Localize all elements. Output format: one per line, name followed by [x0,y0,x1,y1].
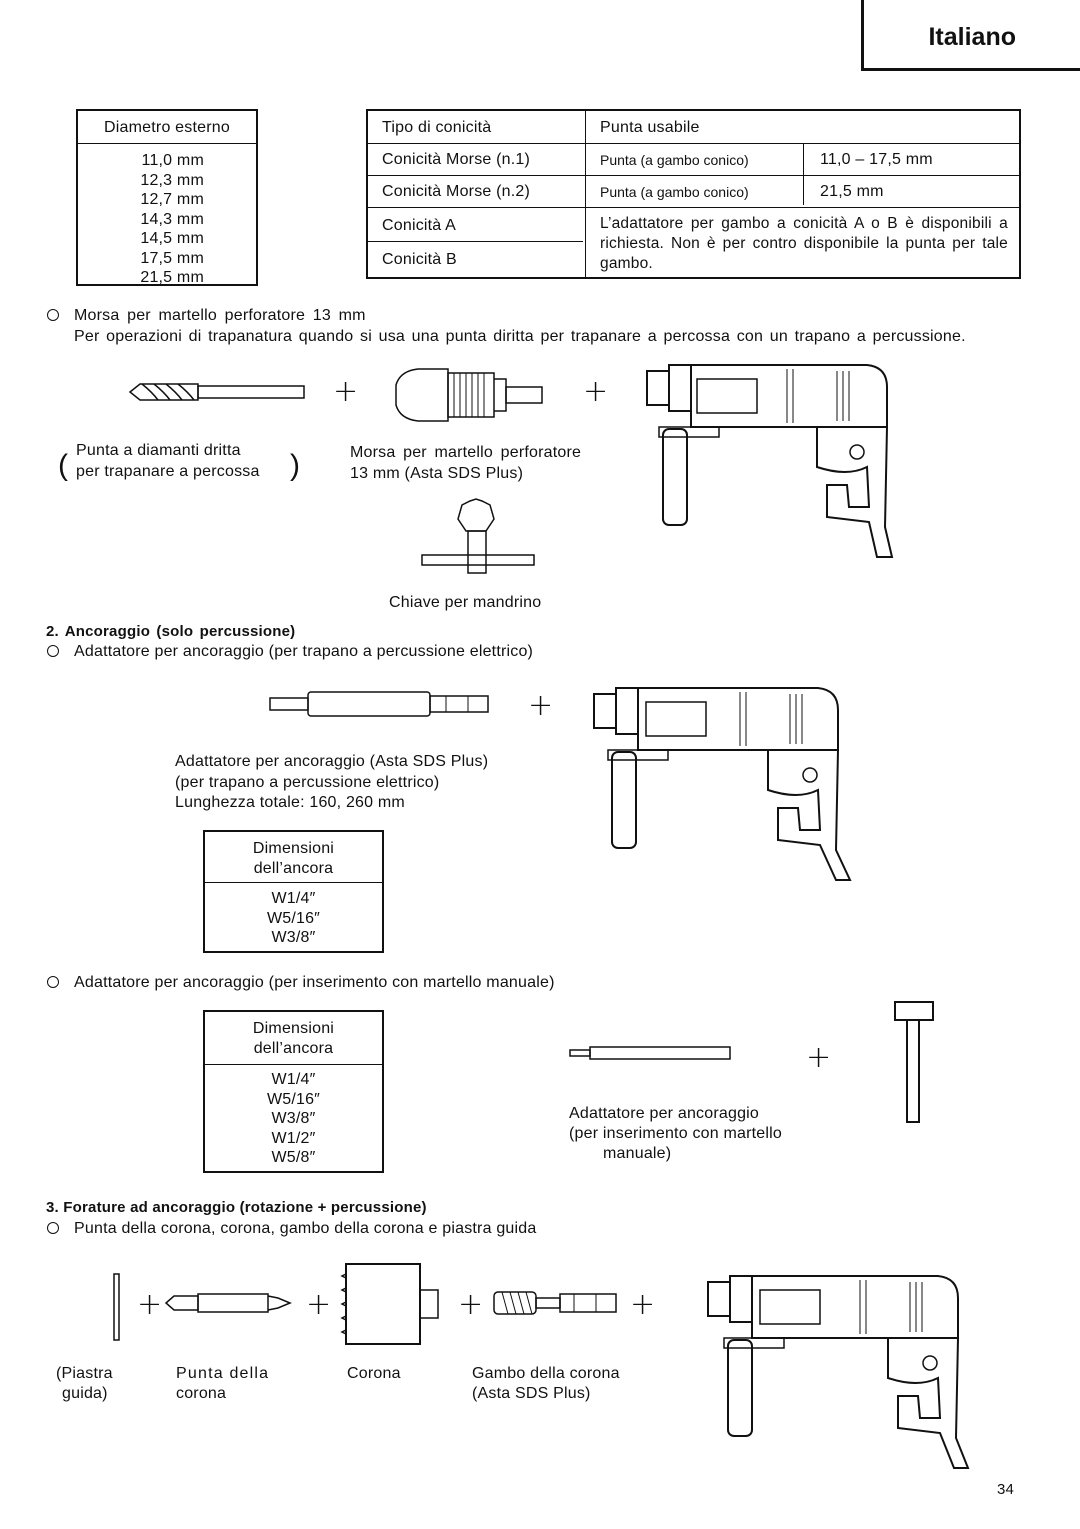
section3-heading: 3. Forature ad ancoraggio (rotazione + p… [46,1199,427,1216]
core-crown-illustration [340,1263,439,1345]
label-crown-shank-line1: Gambo della corona [472,1365,620,1382]
circle-bullet-icon [47,309,59,321]
plus-icon: + [528,688,554,723]
section3-bullet: Punta della corona, corona, gambo della … [74,1220,537,1237]
taper-row-type: Conicità B [382,251,457,268]
table-header-line2: dell’ancora [253,1040,334,1057]
anchor-size-values: W1/4″ W5/16″ W3/8″ [205,889,382,948]
diameter-value: 14,3 mm [140,210,204,228]
adapter-line3: Lunghezza totale: 160, 260 mm [175,794,405,811]
label-bit-line1: Punta a diamanti dritta [76,442,241,459]
circle-bullet-icon [47,1222,59,1234]
label-chuck-key: Chiave per mandrino [389,594,542,611]
drill-bit-illustration [128,383,305,401]
taper-row-size: 11,0 – 17,5 mm [820,151,933,168]
plus-icon: + [306,1287,332,1322]
anchor-adapter-sds-illustration [269,691,489,717]
diameter-value: 21,5 mm [140,269,204,286]
page-number: 34 [997,1481,1015,1498]
table-header-line1: Dimensioni [252,840,335,857]
plus-icon: + [630,1287,656,1322]
anchor-size: W3/8″ [271,929,316,946]
diameter-table-header: Diametro esterno [104,119,230,136]
label-bit-line2: per trapanare a percossa [76,463,260,480]
taper-col2-header: Punta usabile [600,119,700,136]
anchor-size: W5/8″ [271,1149,316,1166]
label-chuck-line2: 13 mm (Asta SDS Plus) [350,465,524,482]
adapter-line1: Adattatore per ancoraggio (Asta SDS Plus… [175,753,489,770]
section1-bullet-title: Morsa per martello perforatore 13 mm [74,307,366,324]
chuck-illustration [395,368,543,422]
bracket-left-icon: ( [58,449,68,482]
diameter-value: 14,5 mm [140,230,204,247]
anchor-adapter-manual-illustration [569,1046,731,1060]
manual-adapter-line3: manuale) [603,1145,672,1162]
anchor-size: W1/2″ [271,1129,316,1147]
anchor-size: W1/4″ [271,1071,316,1088]
hammer-drill-illustration [707,1275,970,1469]
plus-icon: + [806,1040,832,1075]
circle-bullet-icon [47,976,59,988]
language-tab: Italiano [861,0,1080,71]
anchor-size: W1/4″ [271,890,316,907]
language-label: Italiano [928,23,1016,51]
center-bit-illustration [164,1293,292,1313]
bracket-right-icon: ) [290,449,300,482]
label-guide-plate-line1: (Piastra [56,1365,113,1382]
chuck-key-illustration [421,498,535,574]
anchor-size: W3/8″ [271,1110,316,1127]
manual-adapter-line1: Adattatore per ancoraggio [569,1105,760,1122]
label-chuck-line1: Morsa per martello perforatore [350,444,582,461]
section2-bullet1: Adattatore per ancoraggio (per trapano a… [74,643,534,660]
anchor-dimensions-table: Dimensioni dell’ancora W1/4″ W5/16″ W3/8… [203,830,384,953]
taper-col1-header: Tipo di conicità [382,119,492,136]
hammer-drill-illustration [593,687,852,881]
hammer-icon [894,1001,934,1123]
diameter-value: 12,3 mm [140,171,204,189]
anchor-size-values: W1/4″ W5/16″ W3/8″ W1/2″ W5/8″ [205,1070,382,1168]
taper-row-bit: Punta (a gambo conico) [600,184,749,200]
manual-adapter-line2: (per inserimento con martello [569,1125,782,1142]
taper-row-type: Conicità Morse (n.2) [382,183,531,200]
section1-bullet-text: Per operazioni di trapanatura quando si … [74,328,966,345]
taper-row-type: Conicità Morse (n.1) [382,151,531,168]
circle-bullet-icon [47,645,59,657]
plus-icon: + [458,1287,484,1322]
taper-row-bit: Punta (a gambo conico) [600,152,749,168]
diameter-value: 17,5 mm [140,249,204,267]
table-header-line1: Dimensioni [252,1020,335,1037]
plus-icon: + [137,1287,163,1322]
anchor-dimensions-table: Dimensioni dell’ancora W1/4″ W5/16″ W3/8… [203,1010,384,1173]
taper-row-size: 21,5 mm [820,183,884,200]
label-center-bit-line2: corona [176,1385,227,1402]
anchor-size: W5/16″ [266,1090,321,1108]
plus-icon: + [583,374,609,409]
label-crown: Corona [347,1365,401,1382]
hammer-drill-illustration [646,364,894,558]
section2-bullet2: Adattatore per ancoraggio (per inserimen… [74,974,555,991]
diameter-value: 11,0 mm [141,152,204,169]
section2-heading: 2. Ancoraggio (solo percussione) [46,623,296,640]
label-crown-shank-line2: (Asta SDS Plus) [472,1385,591,1402]
diameter-values: 11,0 mm 12,3 mm 12,7 mm 14,3 mm 14,5 mm … [140,151,204,288]
plus-icon: + [333,374,359,409]
adapter-line2: (per trapano a percussione elettrico) [175,774,440,791]
diameter-value: 12,7 mm [140,191,204,208]
label-center-bit-line1: Punta della [176,1365,270,1382]
guide-plate-illustration [113,1273,120,1341]
table-header-line2: dell’ancora [253,860,334,877]
label-guide-plate-line2: guida) [62,1385,108,1402]
diameter-table: Diametro esterno 11,0 mm 12,3 mm 12,7 mm… [76,109,258,286]
taper-row-type: Conicità A [382,217,457,234]
taper-table: Tipo di conicità Punta usabile Conicità … [366,109,1021,279]
anchor-size: W5/16″ [266,909,321,927]
crown-shank-illustration [493,1291,617,1315]
taper-note: L’adattatore per gambo a conicità A o B … [600,215,1008,272]
